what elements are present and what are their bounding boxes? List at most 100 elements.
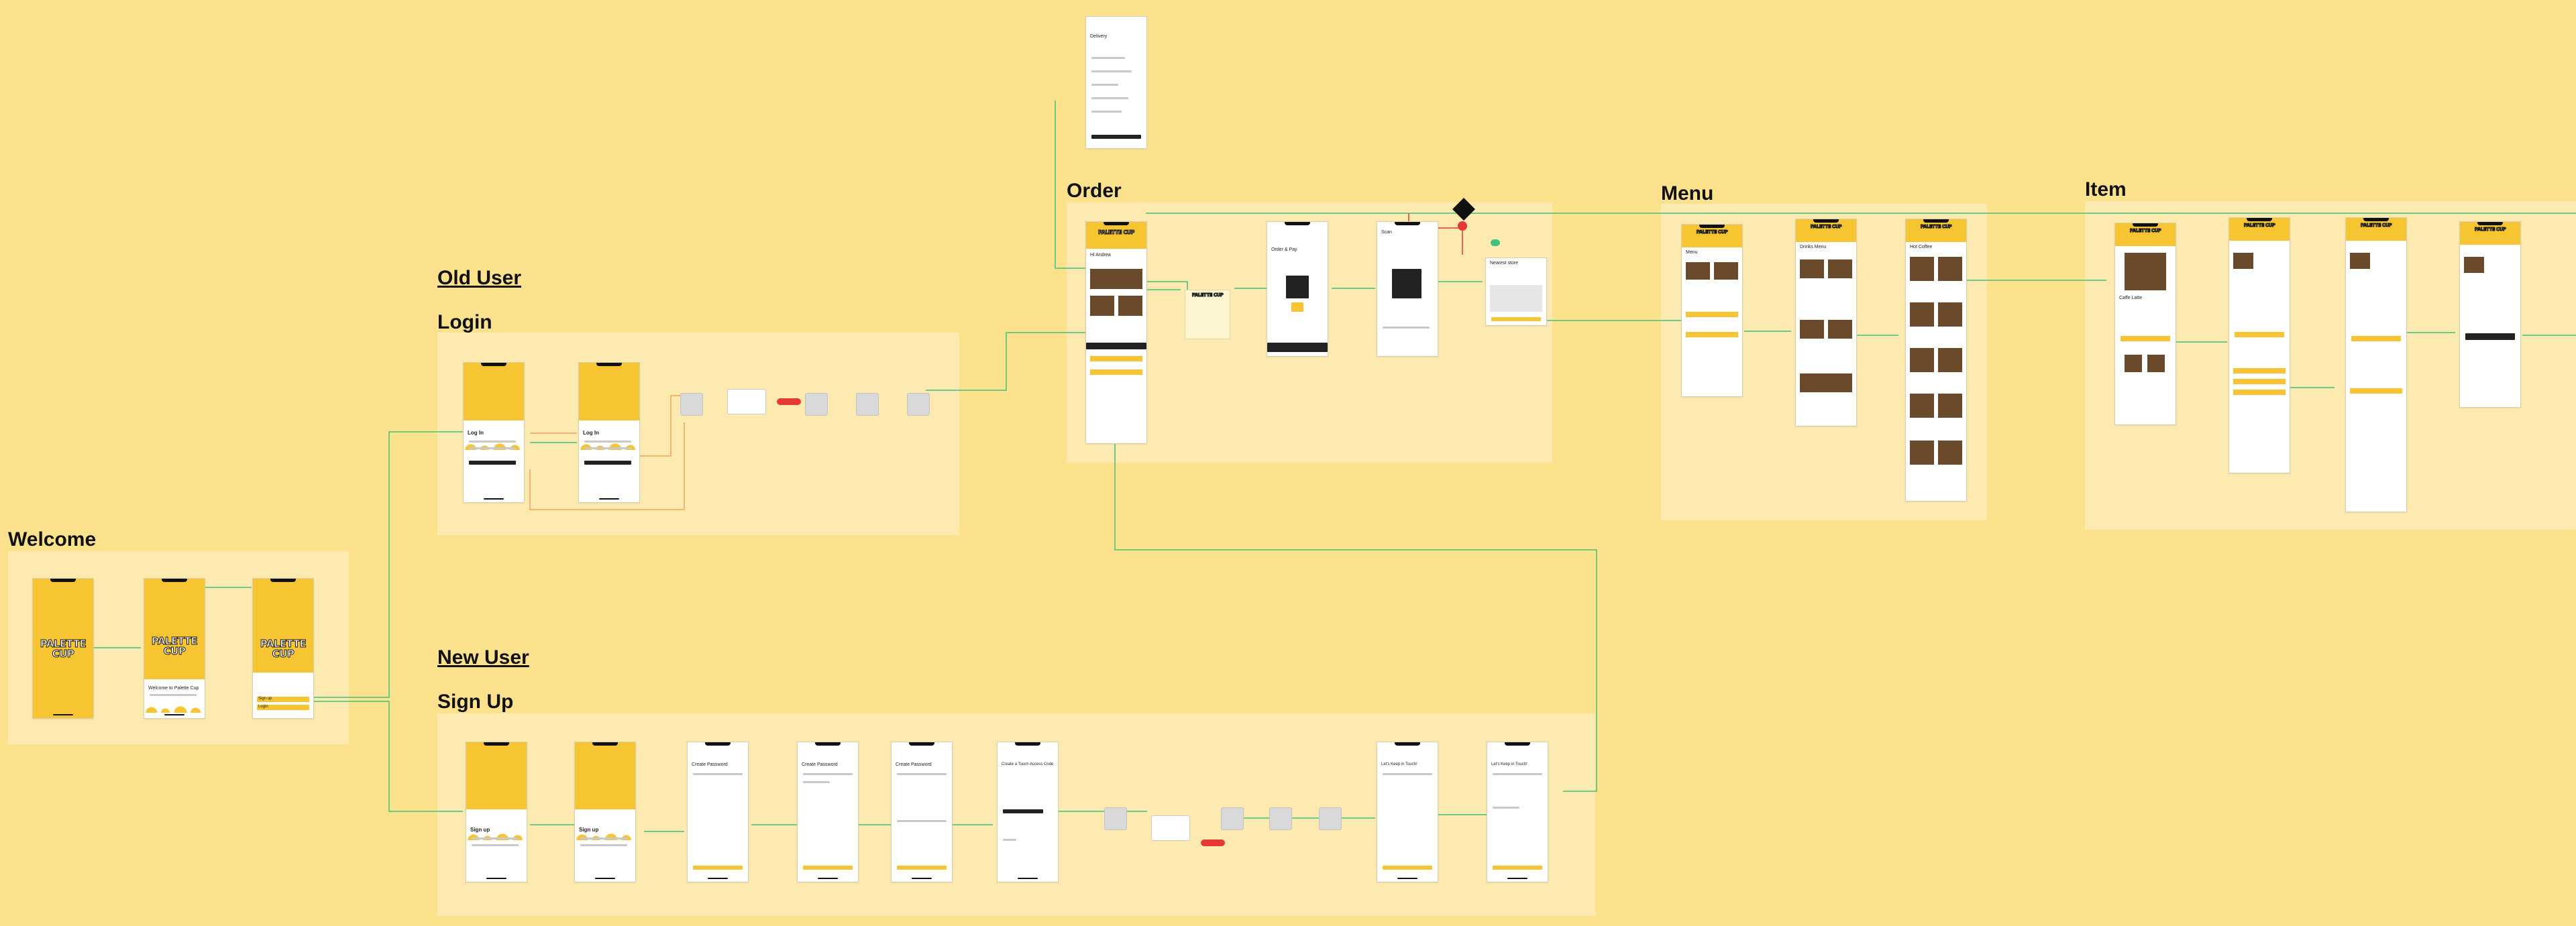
paint-drip bbox=[466, 800, 527, 840]
order-row[interactable] bbox=[1090, 369, 1142, 375]
option-row[interactable] bbox=[2350, 388, 2402, 394]
order-dropdown-panel: PALETTE CUP bbox=[1185, 290, 1230, 339]
next-button[interactable] bbox=[693, 866, 743, 870]
next-button[interactable] bbox=[1493, 866, 1542, 870]
email-field[interactable] bbox=[580, 844, 627, 846]
skip-link[interactable] bbox=[1003, 839, 1016, 841]
phone-notch bbox=[270, 579, 296, 582]
add-button[interactable] bbox=[2351, 336, 2401, 341]
coffee-image bbox=[1910, 257, 1934, 281]
password-field[interactable] bbox=[584, 447, 631, 449]
home-indicator bbox=[818, 878, 838, 879]
header-background bbox=[2229, 218, 2290, 241]
fingerprint-node bbox=[805, 393, 828, 416]
header-background bbox=[1086, 222, 1146, 249]
home-indicator bbox=[484, 498, 504, 500]
category-image bbox=[1714, 262, 1738, 280]
qr-scanner bbox=[1392, 269, 1421, 298]
name-field[interactable] bbox=[472, 837, 519, 840]
product-image bbox=[2233, 253, 2253, 269]
add-to-order-button[interactable] bbox=[2121, 336, 2170, 341]
password-field[interactable] bbox=[693, 773, 743, 775]
text-row bbox=[1091, 111, 1122, 113]
screen-title: Nearest store bbox=[1490, 261, 1519, 266]
phone-notch bbox=[50, 579, 76, 582]
password-field[interactable] bbox=[469, 447, 516, 449]
phone-field[interactable] bbox=[1493, 773, 1542, 775]
phone-notch bbox=[1699, 225, 1725, 228]
option-row[interactable] bbox=[2233, 368, 2286, 373]
screen-title: Delivery bbox=[1090, 34, 1108, 39]
category-row[interactable] bbox=[1686, 332, 1738, 337]
login-submit-button[interactable] bbox=[584, 461, 631, 465]
pay-button[interactable] bbox=[1291, 302, 1303, 312]
add-button[interactable] bbox=[2235, 332, 2284, 337]
promo-image bbox=[1090, 269, 1142, 289]
login-button[interactable]: Login bbox=[257, 705, 309, 710]
app-logo: PALETTE CUP bbox=[2129, 228, 2161, 233]
email-field[interactable] bbox=[469, 441, 516, 443]
screen-title: Order & Pay bbox=[1271, 247, 1297, 252]
login-button-label: Login bbox=[258, 705, 268, 709]
app-logo: PALETTE CUP bbox=[2360, 223, 2392, 228]
header-background bbox=[2346, 218, 2406, 241]
menu-screen-3: PALETTE CUP Hot Coffee bbox=[1905, 219, 1967, 502]
name-field[interactable] bbox=[580, 837, 627, 840]
home-indicator bbox=[486, 878, 506, 879]
header-background bbox=[1682, 225, 1742, 247]
screen-title: Scan bbox=[1381, 230, 1392, 235]
option-row[interactable] bbox=[2233, 390, 2286, 395]
welcome-caption: Welcome to Palette Cup bbox=[148, 686, 199, 691]
paint-drip bbox=[579, 410, 639, 450]
category-image bbox=[1686, 262, 1710, 280]
item-customize-screen-2: PALETTE CUP bbox=[2345, 217, 2407, 512]
signup-title: Let's Keep in Touch! bbox=[1491, 762, 1527, 766]
brand-background bbox=[144, 579, 205, 679]
signup-screen-3: Create Password bbox=[687, 742, 749, 882]
login-submit-button[interactable] bbox=[469, 461, 516, 465]
heading-welcome: Welcome bbox=[8, 528, 97, 551]
order-home-screen: PALETTE CUP Hi Andrea bbox=[1085, 221, 1147, 444]
app-logo: PALETTE CUP bbox=[2243, 223, 2275, 228]
signup-title: Create Password bbox=[896, 762, 932, 767]
signup-title: Create Password bbox=[692, 762, 728, 767]
email-field[interactable] bbox=[584, 441, 631, 443]
option-row[interactable] bbox=[2233, 379, 2286, 384]
phone-field[interactable] bbox=[1383, 773, 1432, 775]
next-button[interactable] bbox=[897, 866, 947, 870]
select-button[interactable] bbox=[1491, 317, 1541, 321]
app-logo: PALETTE CUP bbox=[2474, 227, 2506, 232]
cup-size-selector[interactable] bbox=[2465, 333, 2515, 340]
home-indicator bbox=[53, 714, 73, 715]
product-hero-image bbox=[2125, 253, 2166, 290]
heading-order: Order bbox=[1067, 180, 1122, 202]
phone-notch bbox=[484, 742, 509, 746]
phone-notch bbox=[1813, 219, 1839, 223]
password-field[interactable] bbox=[803, 773, 853, 775]
body-text bbox=[150, 694, 197, 696]
login-screen-1: Log In bbox=[463, 362, 525, 503]
next-button[interactable] bbox=[1383, 866, 1432, 870]
verification-code[interactable] bbox=[1493, 807, 1519, 809]
text-row bbox=[1091, 97, 1128, 99]
email-field[interactable] bbox=[472, 844, 519, 846]
tab-bar[interactable] bbox=[1086, 343, 1146, 349]
confirm-button[interactable] bbox=[1091, 135, 1141, 139]
instructions bbox=[1383, 327, 1430, 329]
confirm-password-field[interactable] bbox=[897, 820, 947, 822]
order-row[interactable] bbox=[1090, 356, 1142, 361]
password-field[interactable] bbox=[897, 773, 947, 775]
enable-touch-button[interactable] bbox=[1003, 809, 1043, 813]
sign-up-button[interactable]: Sign up bbox=[257, 697, 309, 702]
phone-notch bbox=[1015, 742, 1040, 746]
map-area bbox=[1490, 285, 1542, 312]
header-background bbox=[1796, 219, 1856, 242]
sign-up-button-label: Sign up bbox=[258, 697, 272, 701]
coffee-image bbox=[1938, 257, 1962, 281]
header-background bbox=[1906, 219, 1966, 242]
tab-bar[interactable] bbox=[1267, 343, 1328, 352]
next-button[interactable] bbox=[803, 866, 853, 870]
category-row[interactable] bbox=[1686, 312, 1738, 317]
text-row bbox=[1091, 84, 1118, 86]
coffee-image bbox=[1910, 441, 1934, 465]
